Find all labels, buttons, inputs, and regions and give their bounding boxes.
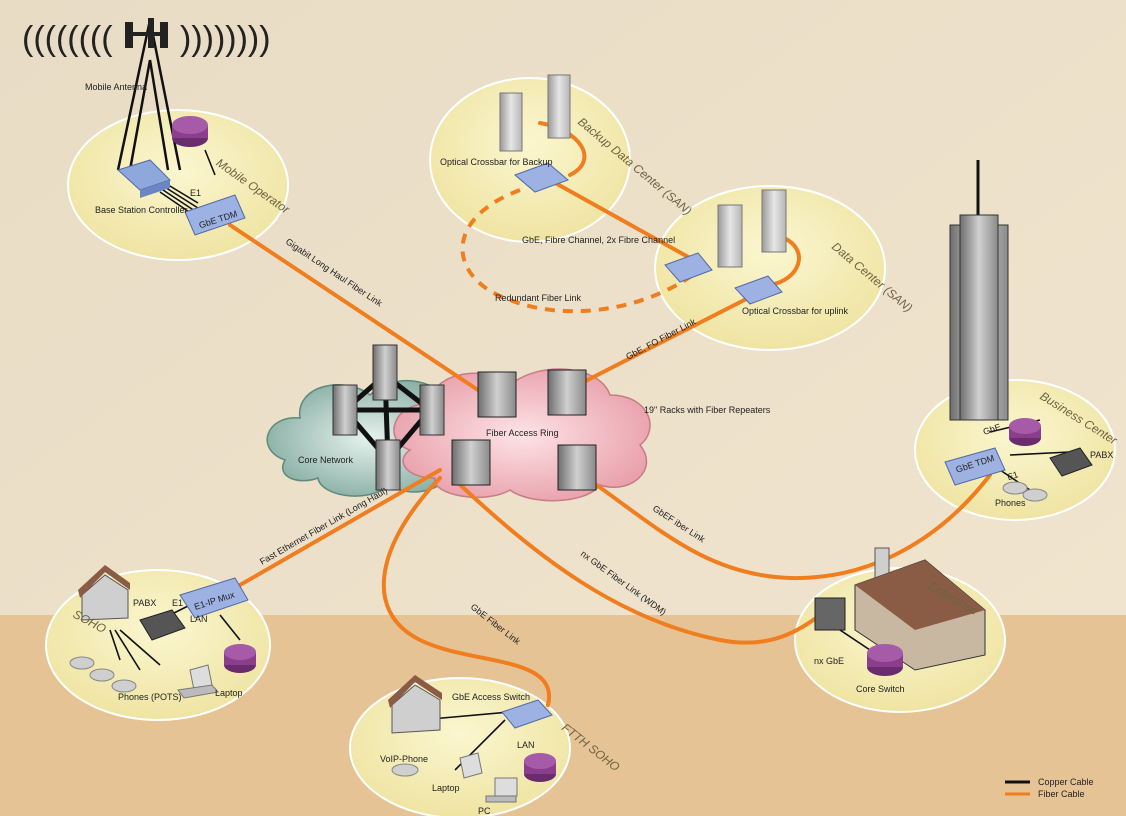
core-network-buildings [332,344,445,491]
label-base-station-controller: Base Station Controller [95,205,188,215]
gbe-tdm-business [944,447,1006,486]
label-core-network: Core Network [298,455,354,465]
optical-crossbar-uplink [664,252,783,305]
svg-text:)))))))): )))))))) [180,20,271,58]
enterprise-building [854,547,986,671]
router-business-icon [1009,418,1041,446]
label-pabx-business: PABX [1090,450,1113,460]
fiber-links [228,121,992,707]
label-pc: PC [478,806,491,816]
laptop-ftth [459,752,483,779]
label-san-links: GbE, Fibre Channel, 2x Fibre Channel [522,235,675,245]
zone-data-center [654,185,886,351]
fiber-business [573,468,992,581]
label-lan-ftth: LAN [517,740,535,750]
label-redundant-link: Redundant Fiber Link [495,293,582,303]
fiber-long-haul [228,223,480,392]
soho-house [78,565,130,621]
legend-copper-label: Copper Cable [1038,777,1094,787]
gbe-tdm-device [184,194,246,236]
router-mobile-icon [172,116,208,147]
label-e1-mobile: E1 [190,188,201,198]
skyscraper [949,160,1009,421]
fiber-ftth [381,476,552,707]
pc [485,777,518,803]
router-soho-icon [224,644,256,673]
label-gbe-access-switch: GbE Access Switch [452,692,530,702]
label-e1-soho: E1 [172,598,183,608]
base-station-controller [117,159,171,198]
router-ftth-icon [524,753,556,782]
fiber-nx-gbe [453,478,822,645]
phones-soho [69,656,137,693]
fiber-dc-to-dc [548,178,692,260]
pabx-business [1049,447,1093,477]
label-voip-phone: VoIP-Phone [380,754,428,764]
label-core-switch: Core Switch [856,684,905,694]
label-optical-crossbar-uplink: Optical Crossbar for uplink [742,306,849,316]
racks-fiber-repeaters [451,369,597,491]
label-laptop-soho: Laptop [215,688,243,698]
ftth-house [388,675,442,734]
svg-text:((((((((: (((((((( [22,20,113,58]
label-nx-gbe: nx GbE [814,656,844,666]
backup-servers [499,74,571,152]
label-phones-pots: Phones (POTS) [118,692,182,702]
label-fiber-access-ring: Fiber Access Ring [486,428,559,438]
fiber-gbe-fo [566,290,762,392]
optical-crossbar-backup [514,162,569,193]
zone-backup-data-center [429,77,631,243]
label-phones-business: Phones [995,498,1026,508]
label-optical-crossbar-backup: Optical Crossbar for Backup [440,157,553,167]
data-center-servers [717,189,787,268]
e1-ip-mux [179,577,249,619]
label-laptop-ftth: Laptop [432,783,460,793]
fiber-dc-servers [768,236,801,287]
label-e1-business: E1 [1006,469,1020,482]
voip-phone [391,763,419,777]
fiber-fast-ethernet [238,468,442,587]
phones-business [1002,481,1048,502]
pabx-soho [139,609,186,641]
gbe-access-switch [501,699,553,729]
patch-panel-enterprise [814,597,846,631]
laptop-soho [177,664,219,699]
legend: Copper Cable Fiber Cable [1005,777,1094,799]
label-lan-soho: LAN [190,614,208,624]
core-switch-router-icon [867,644,903,676]
legend-fiber-label: Fiber Cable [1038,789,1085,799]
label-pabx-soho: PABX [133,598,156,608]
redundant-link [460,188,702,314]
label-racks: 19" Racks with Fiber Repeaters [644,405,771,415]
label-mobile-antenna: Mobile Antenna [85,82,147,92]
mobile-antenna: (((((((( )))))))) [22,18,271,171]
